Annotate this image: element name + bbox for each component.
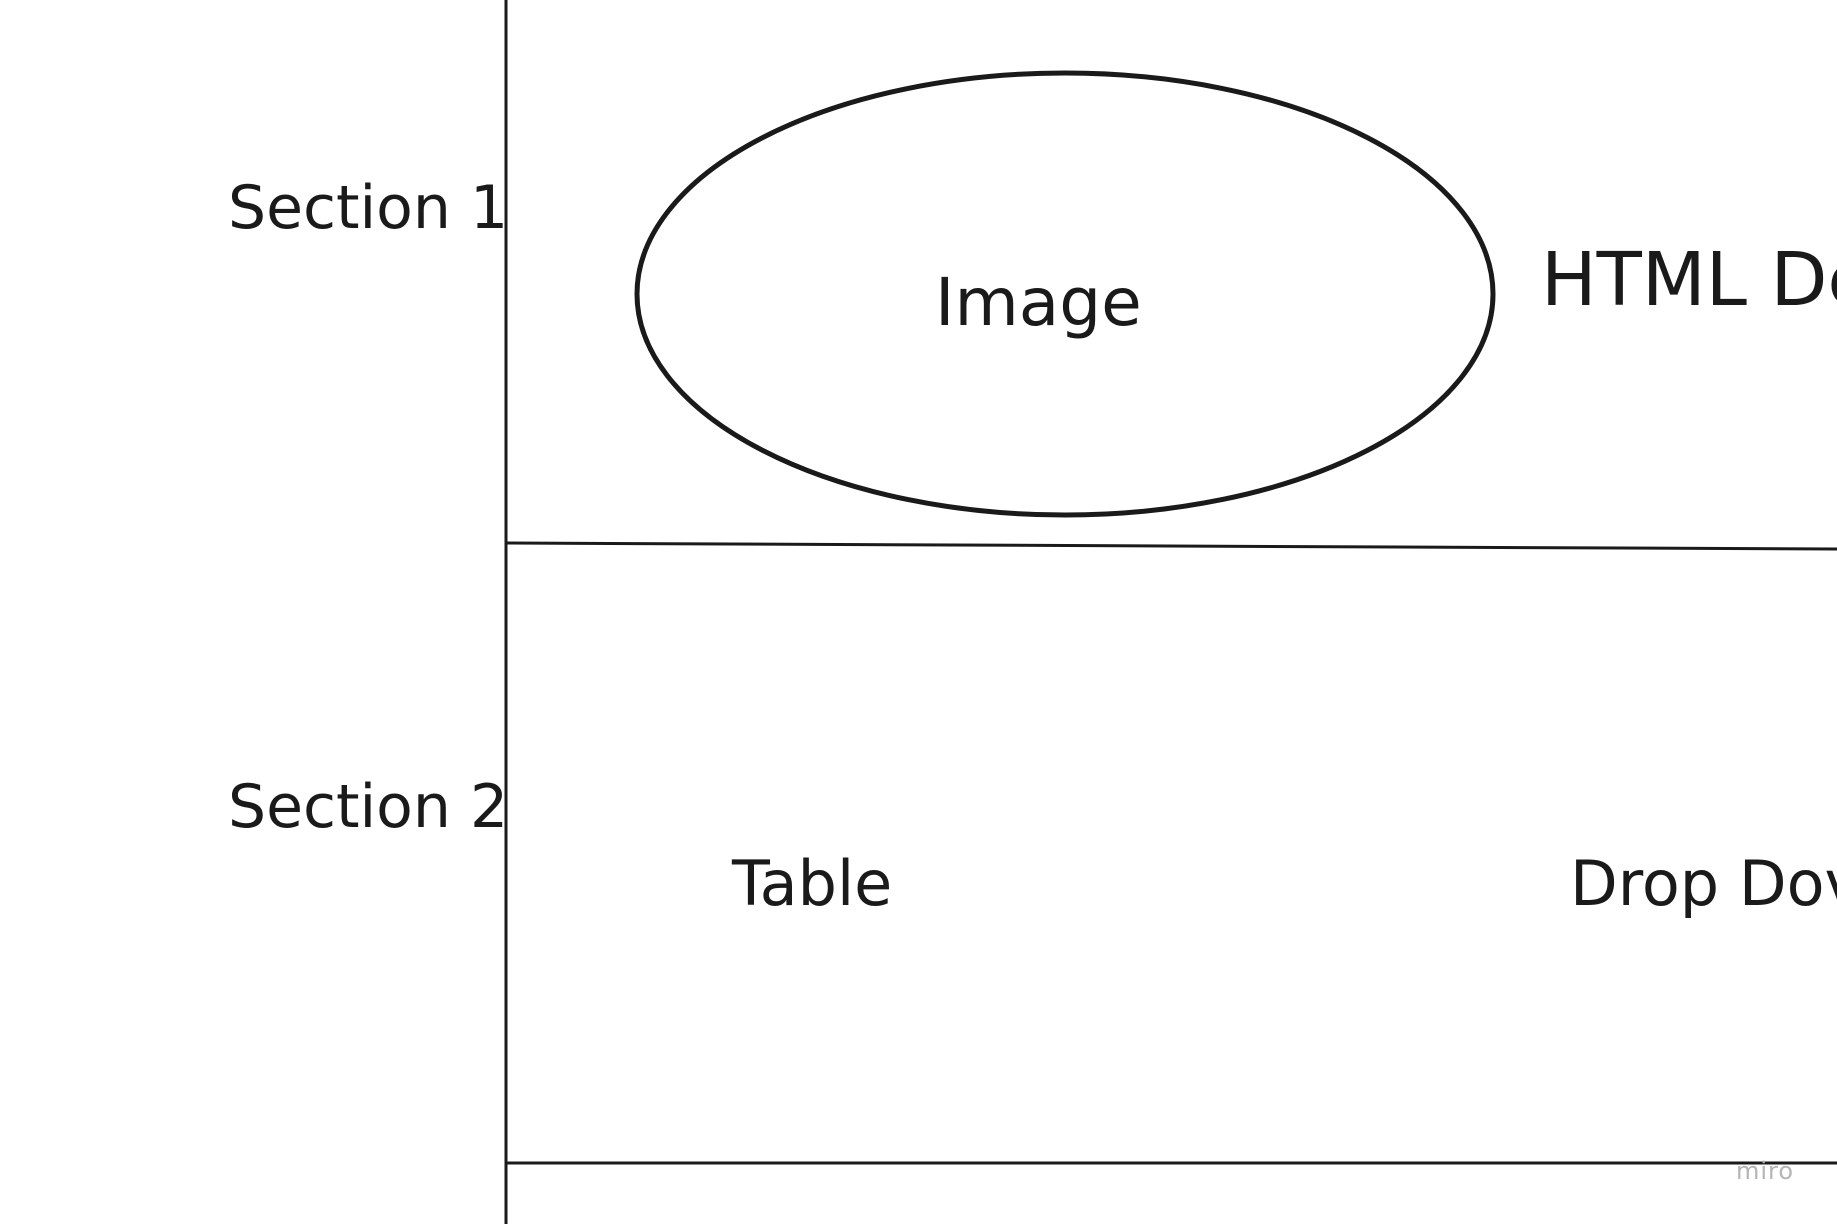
image-ellipse xyxy=(634,70,1496,518)
miro-watermark: miro xyxy=(1736,1157,1795,1185)
html-description-label: HTML De xyxy=(1541,237,1837,323)
section-divider-1 xyxy=(505,541,1837,551)
table-label: Table xyxy=(732,847,893,920)
section-1-label: Section 1 xyxy=(228,173,509,243)
dropdown-label: Drop Dov xyxy=(1570,847,1837,920)
section-2-label: Section 2 xyxy=(228,772,509,842)
image-placeholder-label: Image xyxy=(935,264,1142,341)
